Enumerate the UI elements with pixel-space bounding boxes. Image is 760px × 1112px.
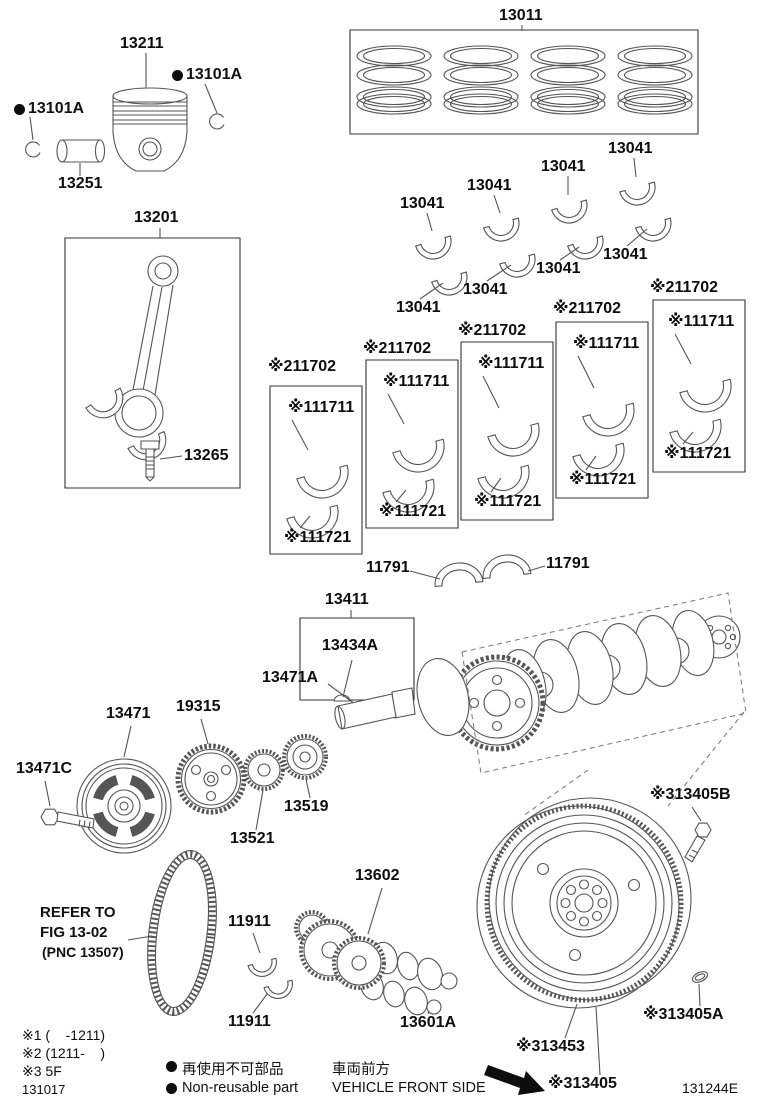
piston-drawing: [26, 53, 224, 176]
part-label-11702-1[interactable]: ※211702: [268, 358, 337, 375]
refer-note-line2[interactable]: FIG 13-02: [40, 924, 108, 941]
pulley-bolt-drawing: [41, 781, 94, 829]
part-label-13041-6[interactable]: 13041: [463, 281, 508, 298]
part-label-13211[interactable]: 13211: [120, 35, 164, 52]
part-label-13434a[interactable]: 13434A: [322, 637, 379, 654]
non-reusable-bullet-icon: [14, 103, 25, 115]
part-label-11721-2[interactable]: ※111721: [379, 503, 447, 520]
part-label-13251[interactable]: 13251: [58, 175, 103, 192]
drawing-number: 131017: [22, 1082, 66, 1097]
part-label-11721-3[interactable]: ※111721: [474, 493, 542, 510]
part-label-13041-5[interactable]: 13041: [396, 299, 441, 316]
footnote-2: ※2 (1211- ): [22, 1045, 106, 1061]
part-label-13601a[interactable]: 13601A: [400, 1014, 457, 1031]
timing-gears-drawing: [245, 736, 326, 830]
part-label-11911-1[interactable]: 11911: [228, 913, 271, 930]
part-label-11702-2[interactable]: ※211702: [363, 340, 432, 357]
part-label-13101a-2[interactable]: 13101A: [14, 100, 84, 118]
refer-note-line3[interactable]: (PNC 13507): [42, 944, 124, 960]
part-label-13011[interactable]: 13011: [499, 7, 543, 24]
non-reusable-bullet-icon: [166, 1083, 177, 1094]
part-label-13602[interactable]: 13602: [355, 867, 400, 884]
footnote-3: ※3 5F: [22, 1063, 62, 1079]
legend-non-reusable-en: Non-reusable part: [182, 1080, 299, 1096]
part-number: 13101A: [28, 100, 85, 117]
non-reusable-bullet-icon: [172, 69, 183, 81]
pulley-drawing: [77, 726, 171, 853]
part-label-11711-3[interactable]: ※111711: [478, 355, 545, 372]
flywheel-bolt-drawing: [685, 807, 711, 1006]
part-label-13453[interactable]: ※313453: [516, 1038, 585, 1055]
part-label-11711-1[interactable]: ※111711: [288, 399, 355, 416]
vehicle-front-arrow-icon: [484, 1065, 545, 1095]
part-label-11791-2[interactable]: 11791: [546, 555, 590, 572]
part-label-13405b[interactable]: ※313405B: [650, 786, 731, 803]
piston-rings-drawing: [350, 25, 698, 134]
part-label-13041-1[interactable]: 13041: [400, 195, 445, 212]
crank-position-plate-drawing: [178, 719, 244, 812]
part-label-13411[interactable]: 13411: [325, 591, 369, 608]
timing-chain-drawing: [128, 847, 225, 1020]
refer-note-line1[interactable]: REFER TO: [40, 904, 116, 921]
part-label-11702-3[interactable]: ※211702: [458, 322, 527, 339]
part-label-11911-2[interactable]: 11911: [228, 1013, 271, 1030]
part-label-13041-8[interactable]: 13041: [603, 246, 648, 263]
part-label-11711-2[interactable]: ※111711: [383, 373, 450, 390]
part-label-13519[interactable]: 13519: [284, 798, 329, 815]
part-label-11791-1[interactable]: 11791: [366, 559, 410, 576]
part-label-13041-3[interactable]: 13041: [541, 158, 586, 175]
vehicle-front-en: VEHICLE FRONT SIDE: [332, 1080, 486, 1096]
non-reusable-bullet-icon: [166, 1061, 177, 1072]
flywheel-drawing: [477, 798, 691, 1075]
crank-bearing-boxes-11702: [270, 300, 745, 554]
part-label-13201[interactable]: 13201: [134, 209, 179, 226]
part-label-11711-5[interactable]: ※111711: [668, 313, 735, 330]
part-label-13041-4[interactable]: 13041: [608, 140, 653, 157]
assembly-dashed-lines: [462, 593, 746, 816]
part-number: 13101A: [186, 66, 243, 83]
part-label-13041-2[interactable]: 13041: [467, 177, 512, 194]
part-label-11711-4[interactable]: ※111711: [573, 335, 640, 352]
main-bearing-shells-13041: [415, 158, 676, 300]
part-label-11721-5[interactable]: ※111721: [664, 445, 732, 462]
vehicle-front-jp: 車両前方: [332, 1062, 390, 1078]
part-label-11721-4[interactable]: ※111721: [569, 471, 637, 488]
part-label-13265[interactable]: 13265: [184, 447, 229, 464]
part-label-13471a[interactable]: 13471A: [262, 669, 319, 686]
part-label-13405a[interactable]: ※313405A: [643, 1006, 724, 1023]
balance-shaft-drawing: [247, 888, 457, 1018]
part-label-11702-4[interactable]: ※211702: [553, 300, 622, 317]
part-label-13405[interactable]: ※313405: [548, 1075, 617, 1092]
footnote-1: ※1 ( -1211): [22, 1027, 106, 1043]
part-label-13521[interactable]: 13521: [230, 830, 275, 847]
part-label-13471[interactable]: 13471: [106, 705, 151, 722]
diagram-code: 131244E: [682, 1080, 739, 1096]
part-label-13471c[interactable]: 13471C: [16, 760, 73, 777]
part-label-11721-1[interactable]: ※111721: [284, 529, 352, 546]
part-label-19315[interactable]: 19315: [176, 698, 221, 715]
part-label-13101a-1[interactable]: 13101A: [172, 66, 242, 84]
crankshaft-drawing: [333, 606, 740, 749]
thrust-washer-drawing: [410, 552, 545, 588]
legend-non-reusable-jp: 再使用不可部品: [182, 1062, 284, 1078]
part-label-13041-7[interactable]: 13041: [536, 260, 581, 277]
part-label-11702-5[interactable]: ※211702: [650, 279, 719, 296]
connecting-rod-drawing: [65, 228, 240, 488]
